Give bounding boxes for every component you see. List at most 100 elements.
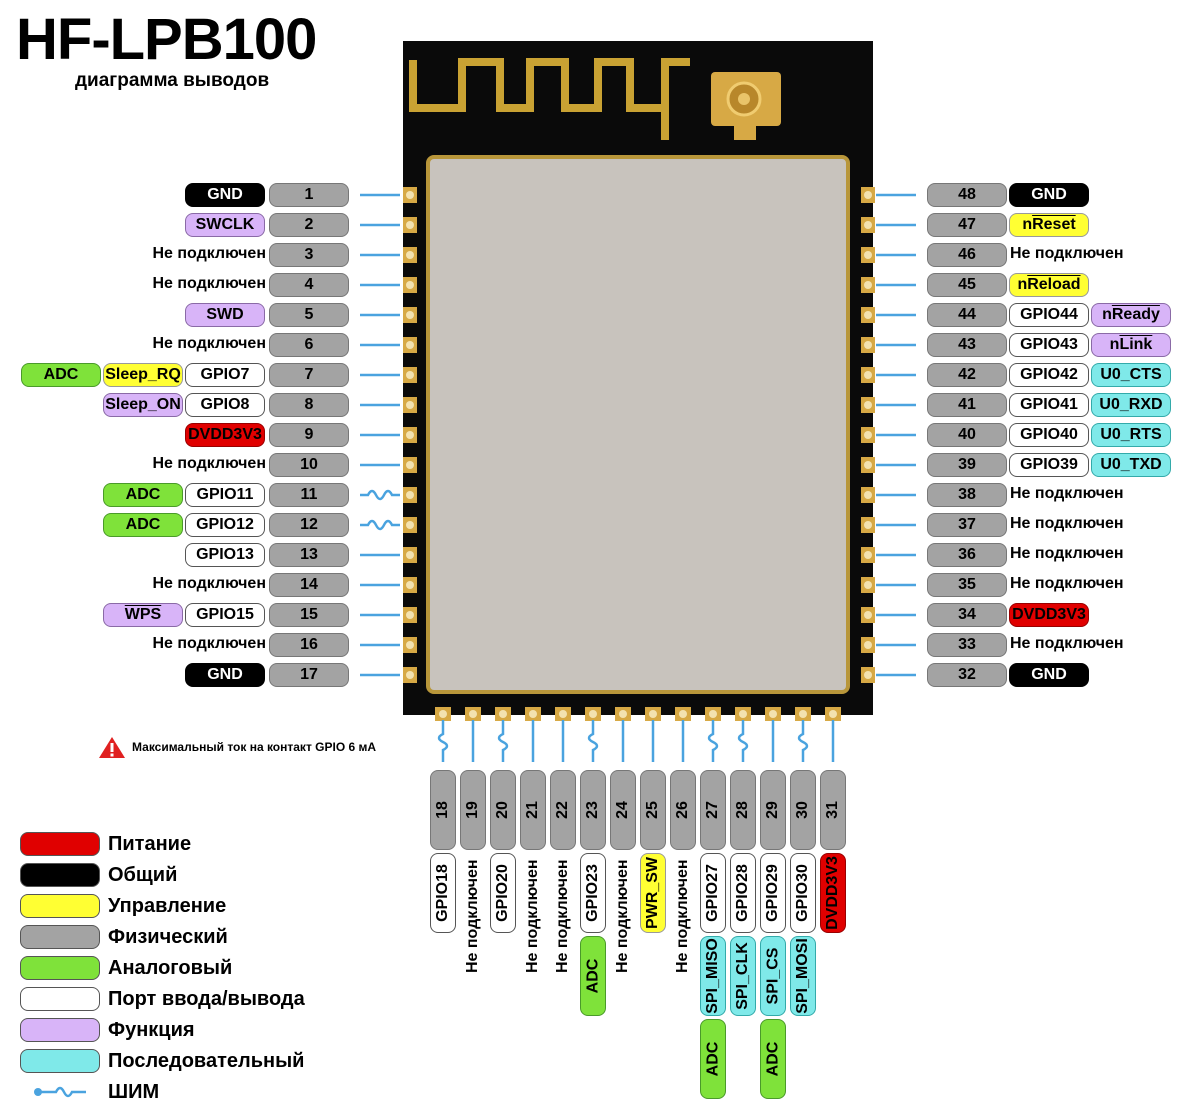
pad-hole-7 xyxy=(406,371,414,379)
legend-swatch-green xyxy=(20,956,100,980)
pin-label-38: Не подключен xyxy=(1010,485,1124,502)
pin-number-36: 36 xyxy=(927,543,1007,567)
pin-label-29-0: GPIO29 xyxy=(760,853,786,933)
pin-number-6: 6 xyxy=(269,333,349,357)
pad-hole-9 xyxy=(406,431,414,439)
pin-label-12-1: ADC xyxy=(103,513,183,537)
pad-hole-30 xyxy=(799,710,807,718)
pin-number-19: 19 xyxy=(460,770,486,850)
pad-hole-4 xyxy=(406,281,414,289)
pin-number-25: 25 xyxy=(640,770,666,850)
pwm-line-12 xyxy=(360,519,400,531)
pin-label-18-0: GPIO18 xyxy=(430,853,456,933)
pin-label-22: Не подключен xyxy=(554,859,571,973)
pin-label-40-1: U0_RTS xyxy=(1091,423,1171,447)
pin-number-41: 41 xyxy=(927,393,1007,417)
pin-label-28-1: SPI_CLK xyxy=(730,936,756,1016)
pin-number-30: 30 xyxy=(790,770,816,850)
pad-hole-19 xyxy=(469,710,477,718)
pad-hole-43 xyxy=(864,341,872,349)
pad-hole-48 xyxy=(864,191,872,199)
legend-swatch-pwm-dot xyxy=(34,1088,42,1096)
pin-label-15-0: GPIO15 xyxy=(185,603,265,627)
pin-label-7-1: Sleep_RQ xyxy=(103,363,183,387)
pin-label-35: Не подключен xyxy=(1010,575,1124,592)
pin-label-15-1: WPS xyxy=(103,603,183,627)
pad-hole-25 xyxy=(649,710,657,718)
pad-hole-26 xyxy=(679,710,687,718)
pad-hole-45 xyxy=(864,281,872,289)
pin-label-41-0: GPIO41 xyxy=(1009,393,1089,417)
pad-hole-3 xyxy=(406,251,414,259)
pad-hole-40 xyxy=(864,431,872,439)
pin-label-8-0: GPIO8 xyxy=(185,393,265,417)
legend-label-lilac: Функция xyxy=(108,1019,195,1041)
legend-swatch-lilac xyxy=(20,1018,100,1042)
connector-tab xyxy=(734,124,756,140)
page-title: HF-LPB100 xyxy=(16,7,317,72)
pin-number-20: 20 xyxy=(490,770,516,850)
pad-hole-39 xyxy=(864,461,872,469)
pin-number-33: 33 xyxy=(927,633,1007,657)
legend-label-white: Порт ввода/вывода xyxy=(108,988,305,1010)
pin-label-42-1: U0_CTS xyxy=(1091,363,1171,387)
pin-number-16: 16 xyxy=(269,633,349,657)
warning-note: Максимальный ток на контакт GPIO 6 мА xyxy=(98,735,376,759)
pin-number-43: 43 xyxy=(927,333,1007,357)
pwm-line-28 xyxy=(737,720,749,762)
pin-label-21: Не подключен xyxy=(524,859,541,973)
pad-hole-20 xyxy=(499,710,507,718)
pad-hole-6 xyxy=(406,341,414,349)
legend-label-pwm: ШИМ xyxy=(108,1081,160,1103)
pad-hole-27 xyxy=(709,710,717,718)
pin-label-9-0: DVDD3V3 xyxy=(185,423,265,447)
pad-hole-17 xyxy=(406,671,414,679)
pin-number-35: 35 xyxy=(927,573,1007,597)
pin-label-46: Не подключен xyxy=(1010,245,1124,262)
pin-number-3: 3 xyxy=(269,243,349,267)
pin-label-14: Не подключен xyxy=(152,575,266,592)
pad-hole-44 xyxy=(864,311,872,319)
legend-swatch-cyan xyxy=(20,1049,100,1073)
pin-number-1: 1 xyxy=(269,183,349,207)
pin-label-28-0: GPIO28 xyxy=(730,853,756,933)
pin-number-14: 14 xyxy=(269,573,349,597)
legend-label-black: Общий xyxy=(108,864,178,886)
pad-hole-32 xyxy=(864,671,872,679)
pad-hole-24 xyxy=(619,710,627,718)
pin-label-27-0: GPIO27 xyxy=(700,853,726,933)
pin-number-45: 45 xyxy=(927,273,1007,297)
pad-hole-42 xyxy=(864,371,872,379)
pin-label-17-0: GND xyxy=(185,663,265,687)
pin-label-8-1: Sleep_ON xyxy=(103,393,183,417)
pad-hole-29 xyxy=(769,710,777,718)
pin-label-7-2: ADC xyxy=(21,363,101,387)
pin-label-27-2: ADC xyxy=(700,1019,726,1099)
pin-number-12: 12 xyxy=(269,513,349,537)
pwm-line-30 xyxy=(797,720,809,762)
pin-number-13: 13 xyxy=(269,543,349,567)
legend-swatch-yellow xyxy=(20,894,100,918)
pin-label-33: Не подключен xyxy=(1010,635,1124,652)
legend-label-yellow: Управление xyxy=(108,895,227,917)
pin-number-26: 26 xyxy=(670,770,696,850)
legend-label-grey: Физический xyxy=(108,926,228,948)
pwm-line-11 xyxy=(360,489,400,501)
pin-number-15: 15 xyxy=(269,603,349,627)
pin-label-2-0: SWCLK xyxy=(185,213,265,237)
pin-label-48-0: GND xyxy=(1009,183,1089,207)
pin-label-37: Не подключен xyxy=(1010,515,1124,532)
pin-label-5-0: SWD xyxy=(185,303,265,327)
pad-hole-31 xyxy=(829,710,837,718)
connector-center xyxy=(738,93,750,105)
pin-label-39-1: U0_TXD xyxy=(1091,453,1171,477)
pin-number-18: 18 xyxy=(430,770,456,850)
pin-label-13-0: GPIO13 xyxy=(185,543,265,567)
pad-hole-37 xyxy=(864,521,872,529)
pad-hole-18 xyxy=(439,710,447,718)
pin-label-23-1: ADC xyxy=(580,936,606,1016)
pad-hole-10 xyxy=(406,461,414,469)
pin-label-40-0: GPIO40 xyxy=(1009,423,1089,447)
